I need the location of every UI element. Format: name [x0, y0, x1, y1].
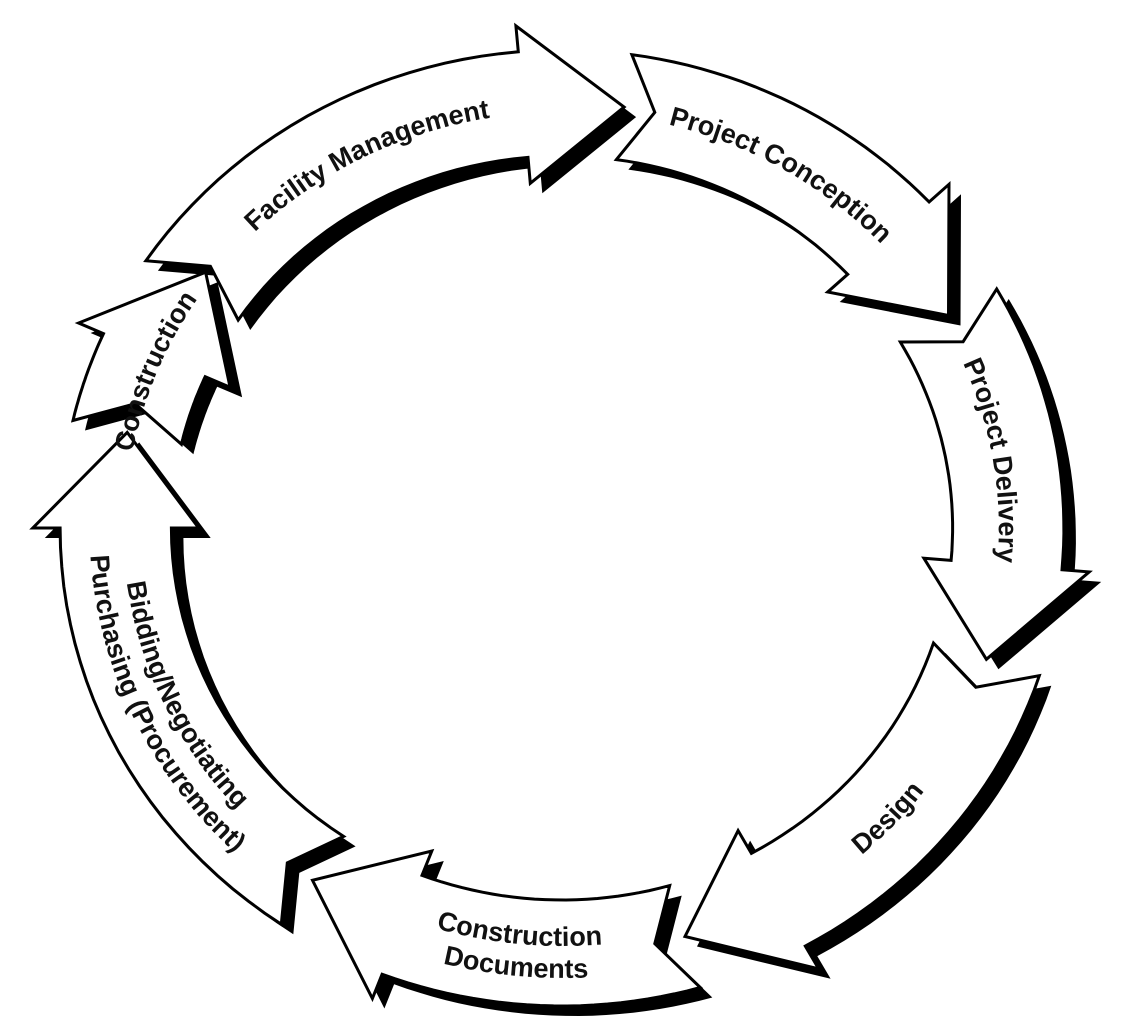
project-delivery-arrow [897, 286, 1093, 662]
facility-management-arrow [143, 22, 627, 323]
arrow-bodies [29, 22, 1093, 1008]
construction-arrow [70, 270, 233, 448]
arrow-shadows [44, 35, 1102, 1016]
construction-documents-arrow [310, 848, 704, 1008]
bidding-negotiating-arrow [29, 430, 347, 927]
project-conception-arrow [613, 52, 951, 318]
design-arrow [682, 640, 1042, 972]
